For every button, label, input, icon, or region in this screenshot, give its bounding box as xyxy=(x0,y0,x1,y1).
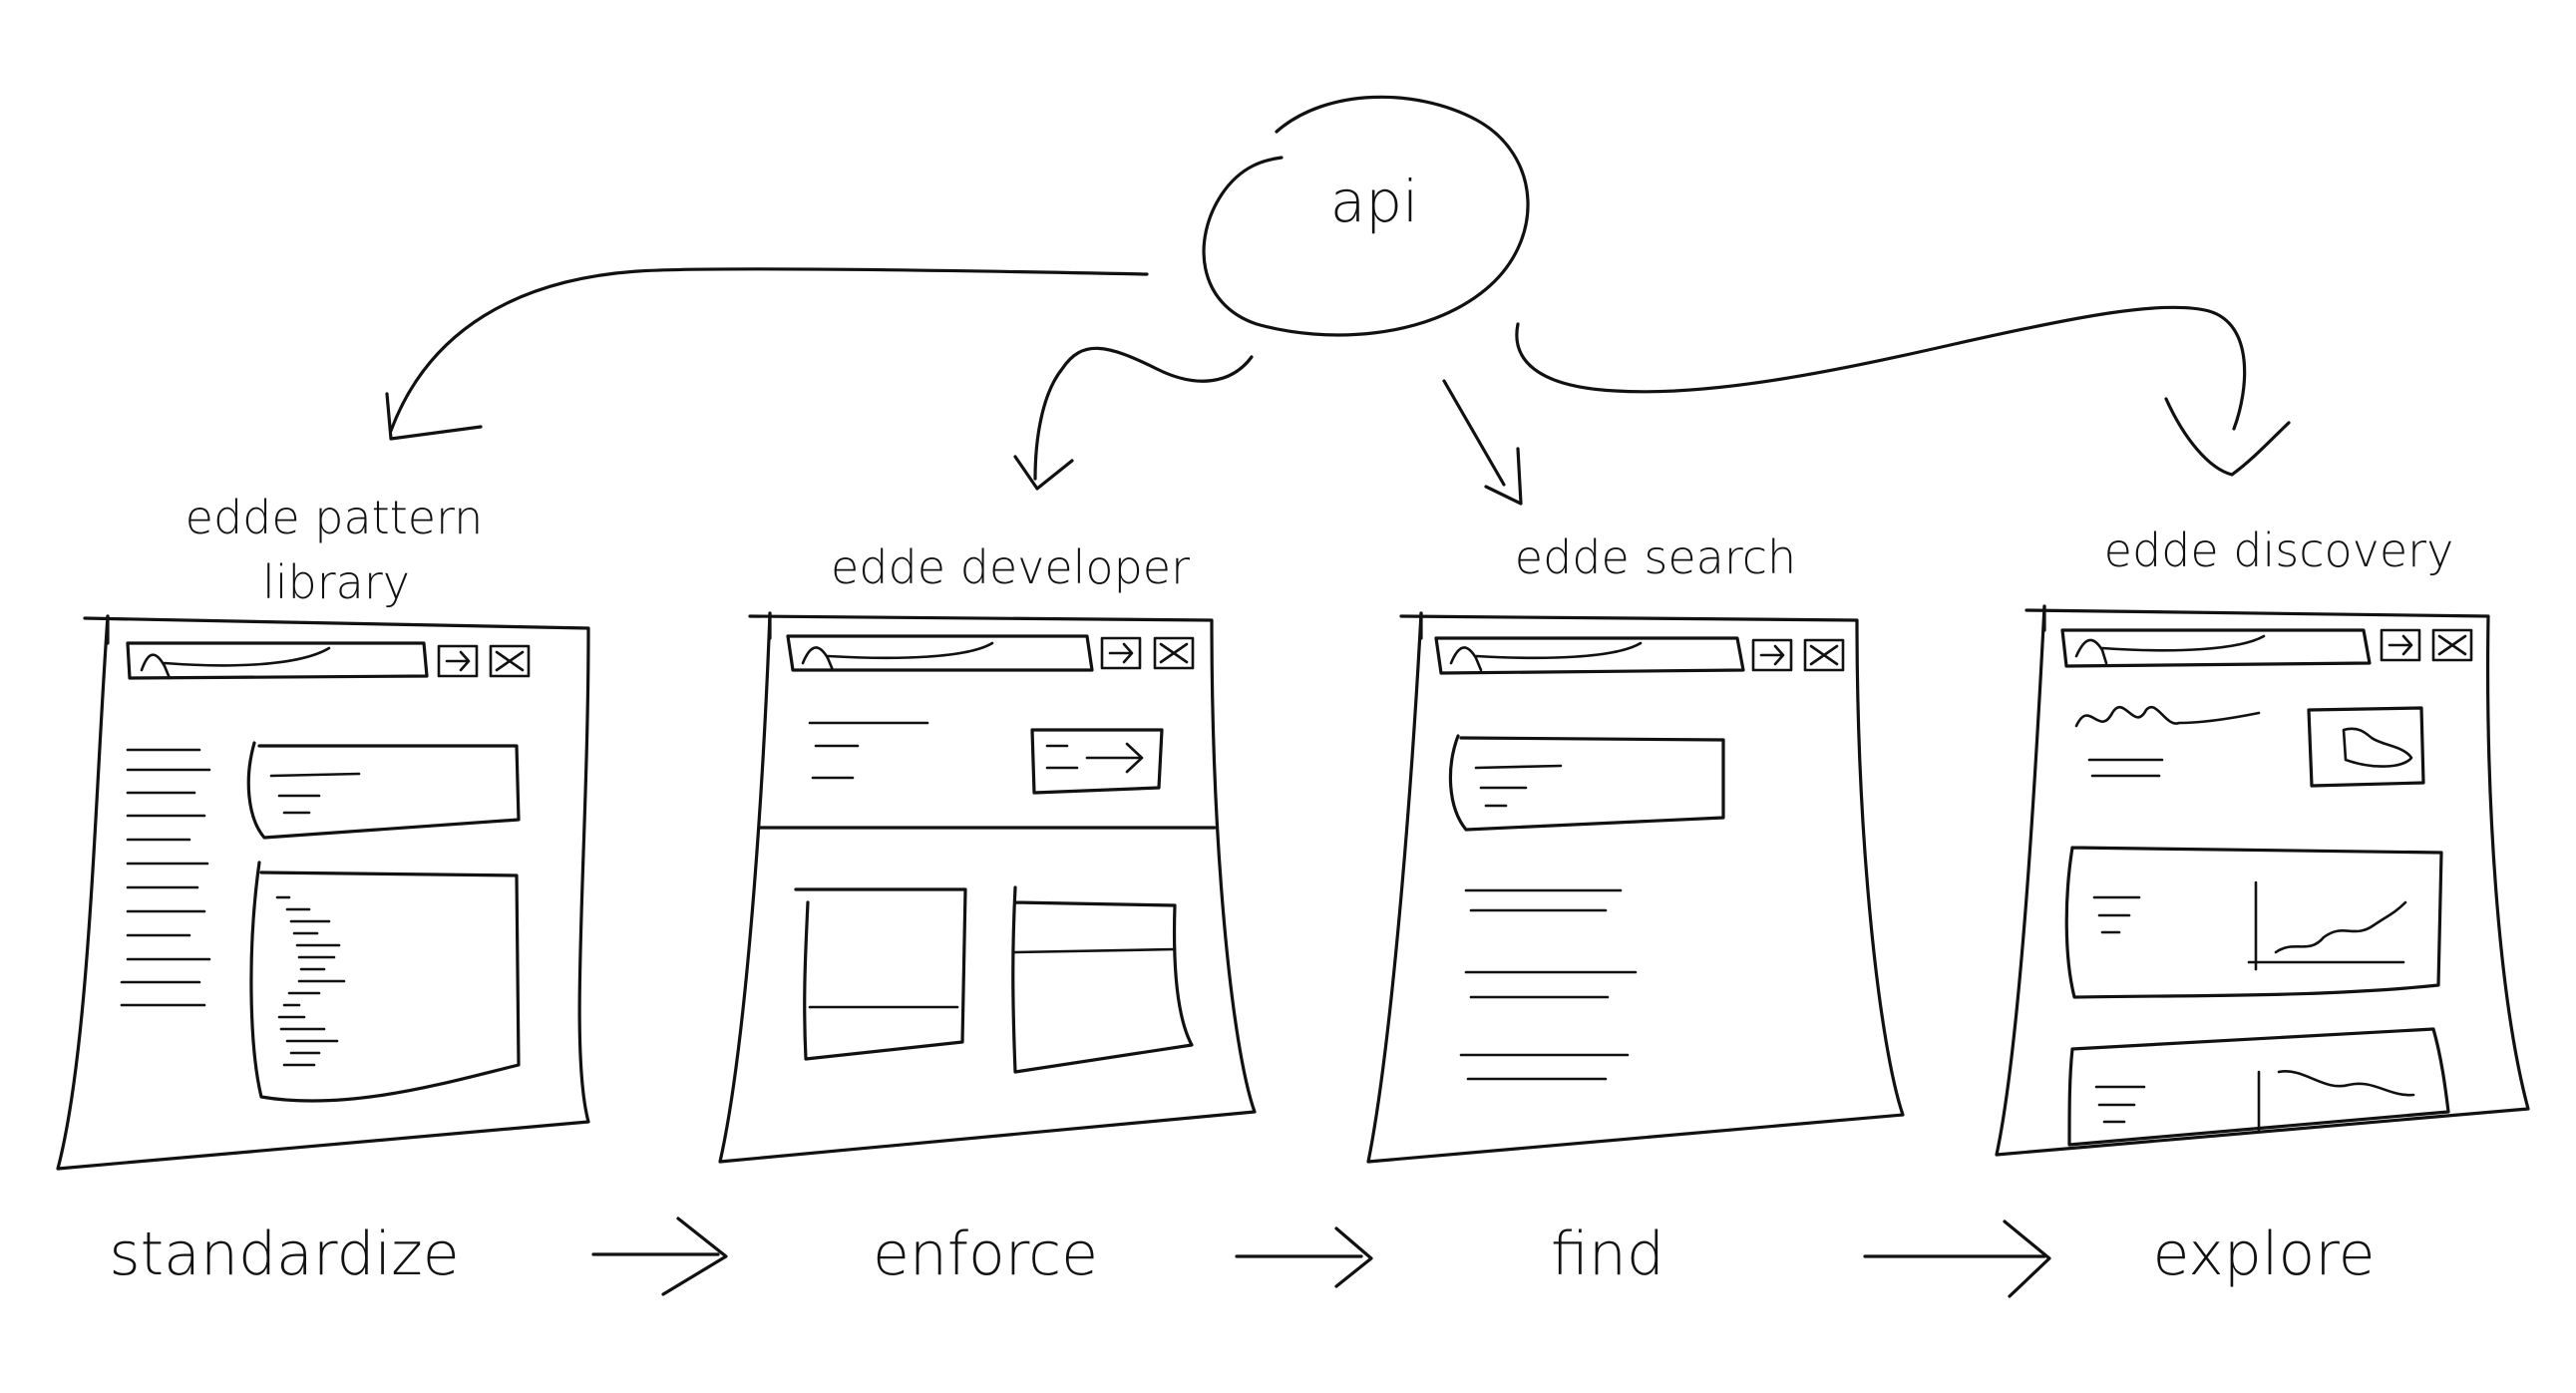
flow-arrow-1 xyxy=(591,1217,728,1296)
address-bar xyxy=(126,641,429,680)
address-bar xyxy=(786,634,1094,672)
forward-icon xyxy=(437,644,479,678)
flow-arrow-2 xyxy=(1235,1226,1373,1288)
forward-icon xyxy=(1100,636,1142,670)
arrow-api-to-pattern-library xyxy=(385,267,1149,441)
panel-left xyxy=(794,887,967,1061)
cta-button xyxy=(1030,728,1164,795)
chart-card-bottom xyxy=(2067,1027,2450,1147)
product-title-pattern-library: edde pattern xyxy=(185,491,484,544)
close-icon xyxy=(2431,628,2473,662)
arrow-api-to-developer xyxy=(1013,346,1254,491)
close-icon xyxy=(1803,638,1845,672)
stage-label-standardize: standardize xyxy=(109,1219,459,1289)
address-bar xyxy=(1434,636,1745,675)
search-results xyxy=(1459,888,1638,1081)
browser-sketch-search xyxy=(1366,611,1905,1164)
product-title-developer: edde developer xyxy=(831,540,1190,594)
stage-label-explore: explore xyxy=(2152,1219,2375,1289)
api-cloud xyxy=(1202,95,1530,337)
hero-scribble xyxy=(2074,705,2261,778)
panel-right xyxy=(1011,885,1194,1074)
close-icon xyxy=(489,644,531,678)
forward-icon xyxy=(2380,628,2421,662)
content-card-code xyxy=(249,861,521,1103)
forward-icon xyxy=(1751,638,1793,672)
stage-label-find: find xyxy=(1551,1219,1664,1289)
product-title-discovery: edde discovery xyxy=(2104,523,2454,577)
shoe-image xyxy=(2307,706,2425,788)
product-title-search: edde search xyxy=(1515,530,1796,584)
arrow-api-to-search xyxy=(1442,379,1523,506)
address-bar xyxy=(2060,628,2372,668)
api-label: api xyxy=(1330,168,1418,235)
arrow-api-to-discovery xyxy=(1515,305,2291,477)
product-title-pattern-library-line2: library xyxy=(262,555,410,609)
browser-sketch-developer xyxy=(718,611,1257,1164)
sidebar-nav-lines xyxy=(120,748,211,1007)
browser-sketch-discovery xyxy=(1995,604,2530,1157)
browser-sketch-pattern-library xyxy=(56,614,590,1171)
content-card-top xyxy=(246,741,521,840)
stage-label-enforce: enforce xyxy=(873,1219,1098,1289)
close-icon xyxy=(1153,636,1195,670)
chart-card-top xyxy=(2064,846,2443,999)
flow-arrow-3 xyxy=(1863,1219,2051,1298)
search-box xyxy=(1448,734,1725,832)
